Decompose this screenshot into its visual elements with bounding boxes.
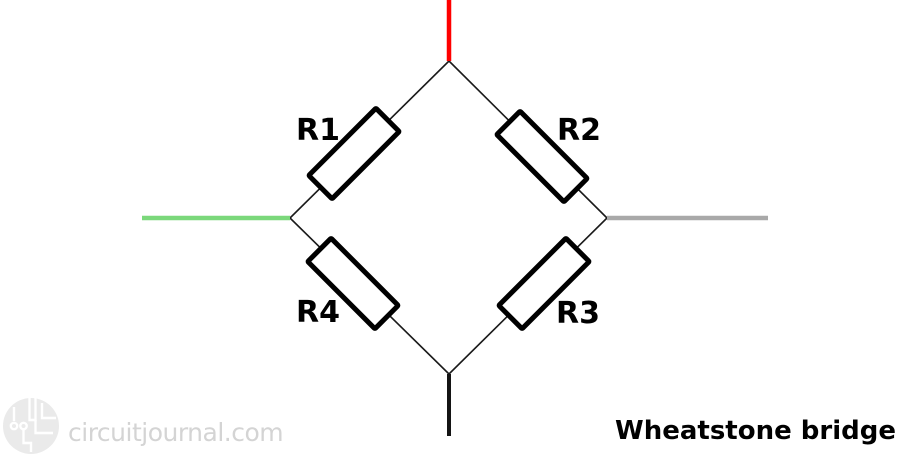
resistor-r4-body	[305, 236, 401, 331]
resistor-r2-body	[494, 109, 590, 204]
circuitjournal-logo	[3, 398, 59, 454]
resistor-r3	[496, 236, 592, 331]
logo-circle	[3, 398, 59, 454]
resistor-r4-label: R4	[296, 295, 340, 330]
resistor-r2-label: R2	[557, 113, 601, 148]
resistor-r4	[305, 236, 401, 331]
resistor-r2	[494, 109, 590, 204]
resistor-r3-body	[496, 236, 592, 331]
resistor-r1-label: R1	[296, 113, 340, 148]
resistor-r3-label: R3	[556, 296, 600, 331]
diagram-title: Wheatstone bridge	[615, 416, 896, 446]
logo-circuit-traces	[9, 398, 56, 452]
resistor-r1-body	[306, 106, 402, 201]
watermark-text: circuitjournal.com	[68, 418, 283, 447]
resistor-r1	[306, 106, 402, 201]
